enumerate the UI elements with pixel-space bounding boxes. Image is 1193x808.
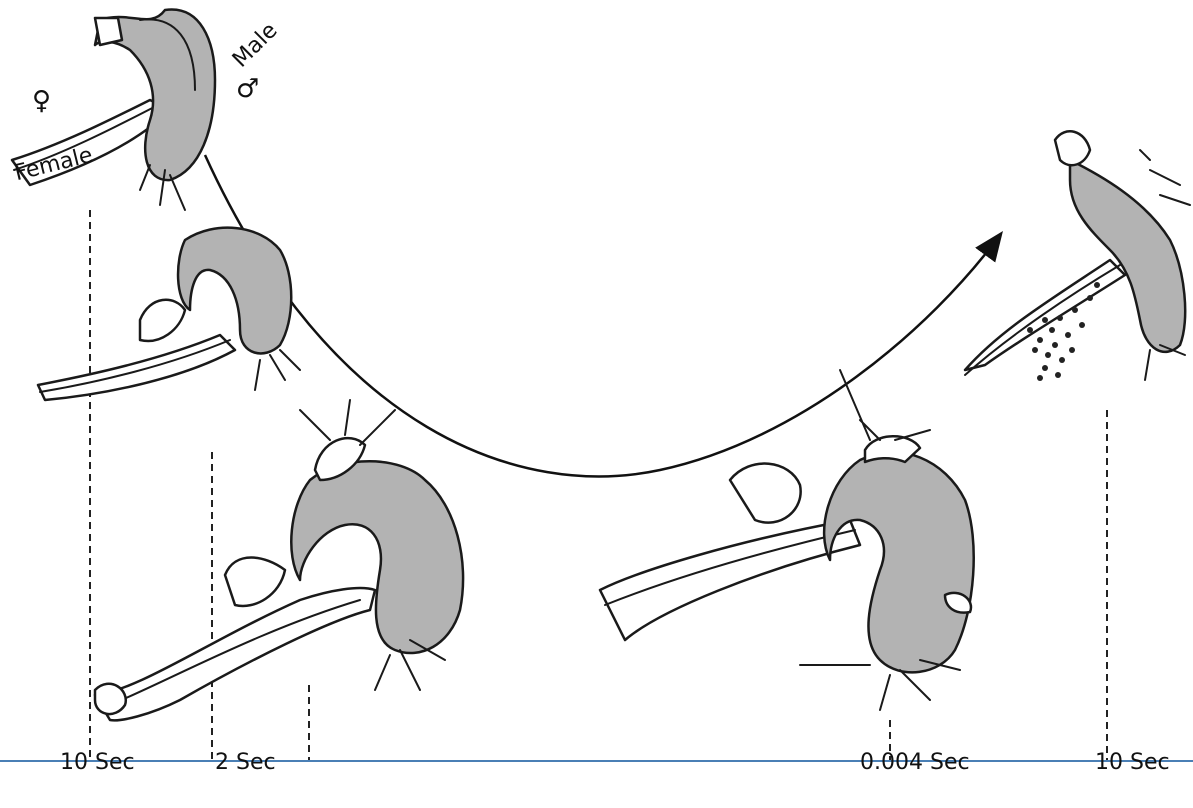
female-fish-body-2 (38, 335, 235, 400)
time-label-1: 10 Sec (60, 750, 135, 775)
tail-fin-2 (140, 300, 185, 341)
time-label-2: 2 Sec (215, 750, 276, 775)
male-fish-body-4 (824, 452, 974, 672)
fish-pair-5 (965, 131, 1190, 380)
time-label-3: 0.004 Sec (860, 750, 970, 775)
sequence-arc-arrow (205, 155, 1000, 476)
tail-fin-5 (1055, 131, 1090, 165)
male-fish-body-2 (178, 228, 291, 354)
fish-pair-2 (38, 228, 300, 400)
male-fish-body-5 (1070, 160, 1185, 352)
tail-fin-4 (730, 464, 801, 523)
tail-fin-3 (225, 558, 285, 606)
male-tail-fin-1 (95, 18, 122, 45)
male-symbol: ♂ (236, 76, 259, 102)
fish-pair-3 (95, 400, 463, 720)
female-symbol: ♀ (32, 88, 51, 114)
time-label-4: 10 Sec (1095, 750, 1170, 775)
